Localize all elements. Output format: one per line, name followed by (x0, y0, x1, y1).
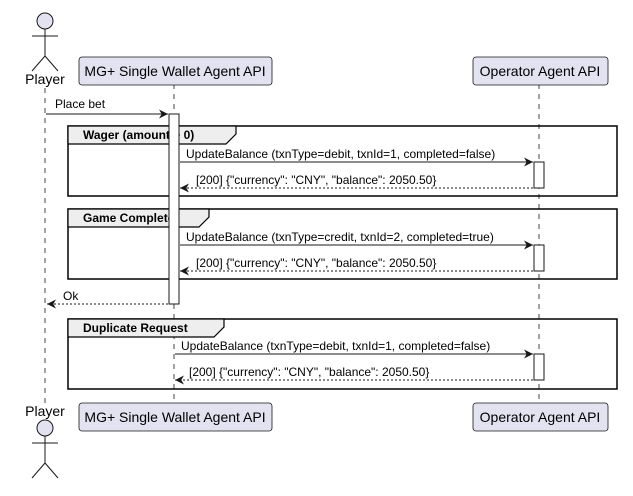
frame-duplicate-request: Duplicate Request (67, 318, 618, 390)
mg-activation-bar (168, 113, 180, 305)
player-actor-bottom: Player (25, 403, 65, 479)
player-label-top: Player (25, 71, 65, 87)
message-duplicate-response: [200] {"currency": "CNY", "balance": 205… (175, 365, 533, 385)
actor-icon (31, 12, 59, 72)
frame-game-complete-title: Game Complete (83, 211, 175, 225)
operator-activation-wager (533, 161, 545, 189)
message-duplicate-request: UpdateBalance (txnType=debit, txnId=1, c… (175, 339, 533, 359)
player-actor-top: Player (25, 12, 65, 87)
mg-participant-top: MG+ Single Wallet Agent API (78, 56, 273, 86)
message-ok: Ok (47, 289, 168, 309)
message-wager-request-label: UpdateBalance (txnType=debit, txnId=1, c… (186, 147, 495, 161)
operator-label-top: Operator Agent API (480, 63, 601, 79)
message-ok-label: Ok (63, 289, 79, 303)
message-place-bet-label: Place bet (55, 97, 106, 111)
operator-participant-bottom: Operator Agent API (472, 402, 609, 432)
message-game-complete-request-label: UpdateBalance (txnType=credit, txnId=2, … (186, 230, 494, 244)
player-label-bottom: Player (25, 403, 65, 419)
frame-wager: Wager (amount > 0) (67, 125, 618, 197)
message-wager-response: [200] {"currency": "CNY", "balance": 205… (180, 173, 533, 193)
message-place-bet: Place bet (46, 97, 168, 119)
message-game-complete-response: [200] {"currency": "CNY", "balance": 205… (180, 256, 533, 276)
actor-icon (31, 419, 59, 479)
frame-wager-title: Wager (amount > 0) (83, 128, 194, 142)
message-duplicate-request-label: UpdateBalance (txnType=debit, txnId=1, c… (181, 339, 490, 353)
mg-label-bottom: MG+ Single Wallet Agent API (84, 409, 265, 425)
message-wager-response-label: [200] {"currency": "CNY", "balance": 205… (196, 173, 436, 187)
message-duplicate-response-label: [200] {"currency": "CNY", "balance": 205… (189, 365, 429, 379)
operator-activation-game-complete (533, 244, 545, 272)
operator-participant-top: Operator Agent API (472, 56, 609, 86)
operator-activation-duplicate (533, 353, 545, 381)
mg-participant-bottom: MG+ Single Wallet Agent API (78, 402, 273, 432)
message-game-complete-response-label: [200] {"currency": "CNY", "balance": 205… (196, 256, 436, 270)
operator-label-bottom: Operator Agent API (480, 409, 601, 425)
message-game-complete-request: UpdateBalance (txnType=credit, txnId=2, … (180, 230, 533, 250)
frame-duplicate-request-title: Duplicate Request (83, 321, 188, 335)
mg-label-top: MG+ Single Wallet Agent API (84, 63, 265, 79)
message-wager-request: UpdateBalance (txnType=debit, txnId=1, c… (180, 147, 533, 167)
